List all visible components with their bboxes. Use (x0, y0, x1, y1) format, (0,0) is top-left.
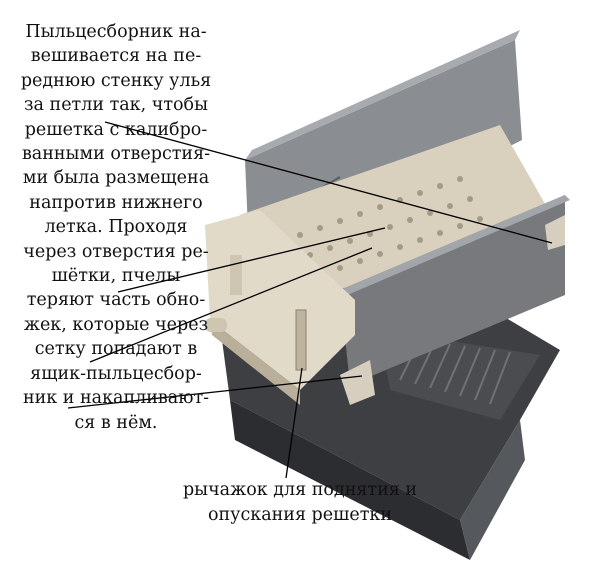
leader-line-drawer (67, 375, 363, 409)
lever-label-line: опускания решетки (207, 505, 393, 525)
description-line: летка. Проходя (44, 217, 188, 238)
description-line: ванными отверстия- (21, 144, 211, 165)
description-line: реднюю стенку улья (20, 70, 212, 91)
description-text: Пыльцесборник на- вешивается на пе- редн… (0, 20, 232, 435)
description-line: жек, которые через (23, 314, 209, 335)
description-line: Пыльцесборник на- (25, 22, 207, 42)
leader-line-holes (89, 247, 373, 363)
end-frame (205, 210, 375, 405)
description-line: за петли так, чтобы (23, 95, 208, 116)
description-line: напротив нижнего (29, 192, 203, 213)
description-line: ник и накапливают- (22, 388, 210, 409)
lever-label: рычажок для поднятия и опускания решетки (150, 478, 450, 528)
description-line: решетка с калибро- (24, 119, 208, 140)
calibrated-grid (240, 125, 560, 300)
leader-line-hinge (104, 121, 553, 244)
description-line: шётки, пчелы (51, 266, 181, 287)
leader-line-grid (117, 227, 386, 293)
description-line: ся в нём. (74, 412, 158, 433)
description-line: через отверстия ре- (23, 241, 209, 262)
hinge-pin (205, 318, 227, 332)
description-line: сетку попадают в (34, 339, 198, 360)
lever-label-line: рычажок для поднятия и (182, 480, 418, 500)
leader-lines (67, 121, 553, 479)
lever (295, 309, 307, 371)
side-wall (340, 195, 570, 385)
description-line: ми была размещена (22, 168, 210, 189)
description-line: вешивается на пе- (30, 46, 202, 67)
description-line: теряют часть обно- (26, 290, 206, 311)
description-line: ящик-пыльцесбор- (30, 363, 202, 384)
leader-line-lever (285, 367, 303, 479)
